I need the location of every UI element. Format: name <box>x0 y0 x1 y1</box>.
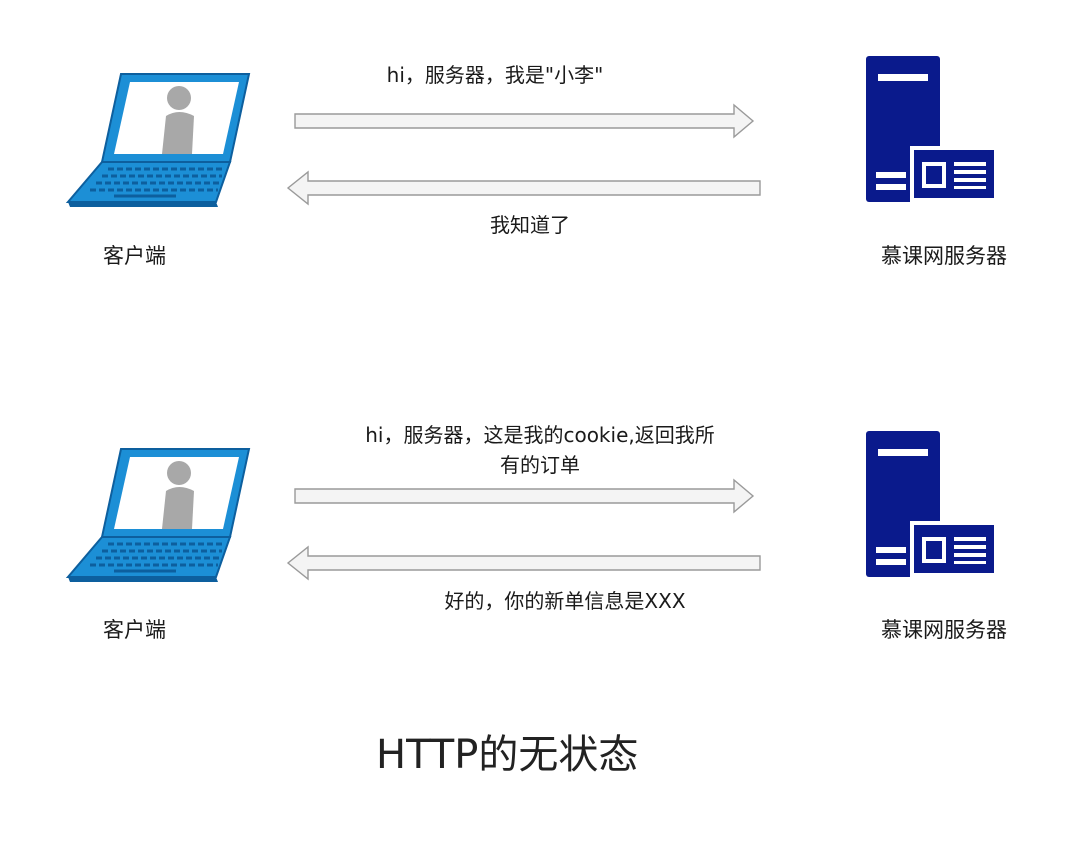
diagram-title: HTTP的无状态 <box>376 732 639 778</box>
response-message: 好的，你的新单信息是XXX <box>444 589 686 613</box>
request-message: hi，服务器，这是我的cookie,返回我所 有的订单 <box>300 420 780 480</box>
response-arrow <box>286 170 761 206</box>
request-arrow <box>294 103 755 139</box>
request-message: hi，服务器，我是"小李" <box>386 63 604 87</box>
request-message-line-2: 有的订单 <box>500 453 580 477</box>
server-label: 慕课网服务器 <box>881 618 1007 642</box>
request-arrow <box>294 478 755 514</box>
laptop-user-icon <box>65 73 251 207</box>
request-message-line-1: hi，服务器，这是我的cookie,返回我所 <box>365 423 715 447</box>
laptop-user-icon <box>65 448 251 582</box>
client-label: 客户端 <box>103 244 166 268</box>
client-label: 客户端 <box>103 618 166 642</box>
response-arrow <box>286 545 761 581</box>
response-message: 我知道了 <box>490 213 570 237</box>
server-label: 慕课网服务器 <box>881 244 1007 268</box>
server-icon <box>866 56 998 202</box>
server-icon <box>866 431 998 577</box>
